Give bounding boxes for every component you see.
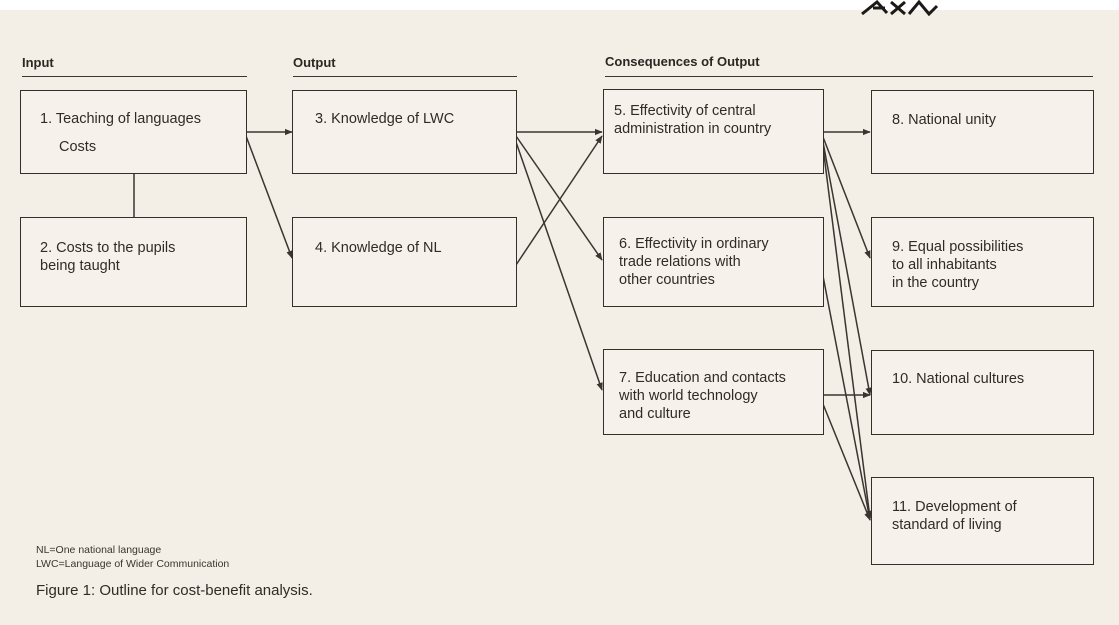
legend-nl: NL=One national language — [36, 544, 162, 556]
box-1-teaching-of-languages: 1. Teaching of languages Costs — [20, 90, 247, 174]
box-11-text: 11. Development of standard of living — [892, 499, 1017, 533]
box-8-national-unity: 8. National unity — [871, 90, 1094, 174]
header-consequences: Consequences of Output — [605, 54, 760, 69]
box-10-national-cultures: 10. National cultures — [871, 350, 1094, 435]
header-output: Output — [293, 55, 336, 70]
arrow-4-5 — [515, 135, 603, 266]
arrow-5-10 — [822, 141, 872, 396]
arrow-6-11 — [822, 275, 872, 521]
box-1-costs: Costs — [59, 139, 97, 155]
header-consequences-rule — [605, 76, 1093, 77]
box-1-title: 1. Teaching of languages — [40, 111, 201, 127]
box-2-text: 2. Costs to the pupils being taught — [40, 240, 176, 274]
box-2-costs-to-pupils: 2. Costs to the pupils being taught — [20, 217, 247, 307]
box-9-text: 9. Equal possibilities to all inhabitant… — [892, 239, 1024, 291]
box-6-text: 6. Effectivity in ordinary trade relatio… — [619, 236, 769, 288]
box-3-knowledge-of-lwc: 3. Knowledge of LWC — [292, 90, 517, 174]
arrow-3-7 — [515, 141, 603, 391]
box-8-text: 8. National unity — [892, 112, 996, 128]
header-input: Input — [22, 55, 54, 70]
publisher-logo — [861, 0, 939, 16]
box-7-education-and-contacts: 7. Education and contacts with world tec… — [603, 349, 824, 435]
box-7-text: 7. Education and contacts with world tec… — [619, 370, 786, 422]
top-margin-band — [0, 0, 1119, 10]
box-10-text: 10. National cultures — [892, 371, 1025, 387]
box-5-central-administration: 5. Effectivity of central administration… — [603, 89, 824, 174]
arrow-7-11 — [822, 403, 871, 521]
arrow-1-4 — [245, 135, 293, 259]
box-5-text: 5. Effectivity of central administration… — [614, 103, 772, 137]
box-3-text: 3. Knowledge of LWC — [315, 111, 455, 127]
header-output-rule — [293, 76, 517, 77]
figure-caption: Figure 1: Outline for cost-benefit analy… — [36, 582, 313, 599]
box-4-text: 4. Knowledge of NL — [315, 240, 442, 256]
box-11-standard-of-living: 11. Development of standard of living — [871, 477, 1094, 565]
legend-lwc: LWC=Language of Wider Communication — [36, 558, 230, 570]
arrow-5-9 — [822, 136, 871, 259]
arrow-3-6 — [515, 135, 603, 261]
box-4-knowledge-of-nl: 4. Knowledge of NL — [292, 217, 517, 307]
box-6-trade-relations: 6. Effectivity in ordinary trade relatio… — [603, 217, 824, 307]
arrow-5-11 — [822, 146, 873, 519]
box-9-equal-possibilities: 9. Equal possibilities to all inhabitant… — [871, 217, 1094, 307]
header-input-rule — [22, 76, 247, 77]
